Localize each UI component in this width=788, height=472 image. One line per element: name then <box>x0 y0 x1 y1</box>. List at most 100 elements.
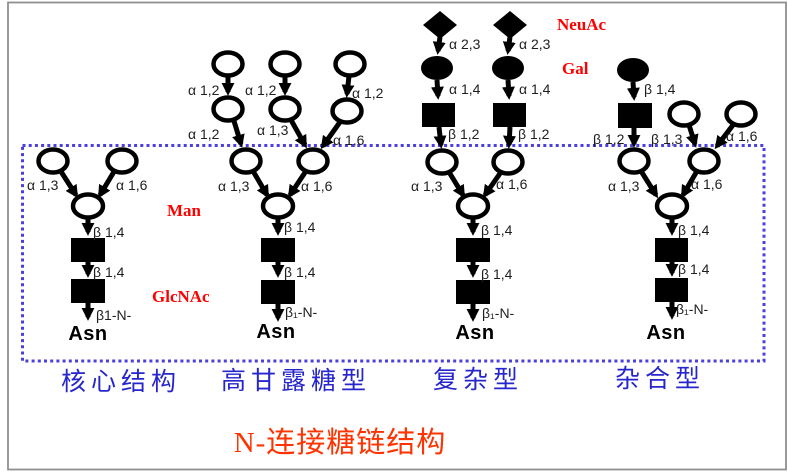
linkage-label: β 1,4 <box>644 81 676 97</box>
man-node <box>268 50 302 78</box>
glcnac-node <box>261 238 295 262</box>
linkage-label: α 1,2 <box>188 126 220 142</box>
linkage-label: α 1,3 <box>218 178 250 194</box>
structure-name-core: 核心结构 <box>61 368 181 396</box>
man-node <box>333 50 367 78</box>
structure-name-high-mannose: 高甘露糖型 <box>221 367 371 395</box>
glcnac-node <box>71 279 105 303</box>
asn-residue-label: Asn <box>646 322 685 344</box>
linkage-arrow <box>446 170 466 199</box>
structure-complex: α 2,3 α 2,3 α 1,4 α 1,4 β 1,2 β 1,2 α 1,… <box>411 11 551 344</box>
linkage-arrow <box>341 75 355 98</box>
man-node <box>296 147 330 175</box>
linkage-arrow <box>57 168 79 199</box>
linkage-arrow <box>320 120 343 150</box>
linkage-label: α 1,3 <box>411 178 443 194</box>
diagram-title: N-连接糖链结构 <box>234 426 447 459</box>
linkage-label: β 1,4 <box>284 264 316 280</box>
linkage-arrow <box>250 169 270 199</box>
linkage-label: α 1,2 <box>245 82 277 98</box>
man-node <box>268 95 302 123</box>
linkage-label: β₁-N- <box>676 301 709 317</box>
neuac-node <box>493 11 527 39</box>
man-node <box>330 97 364 125</box>
linkage-label: β 1,4 <box>93 264 125 280</box>
man-node <box>687 147 721 175</box>
linkage-label: α 1,4 <box>449 81 481 97</box>
man-node <box>491 148 525 176</box>
man-node <box>724 100 758 128</box>
linkage-label: α 1,6 <box>496 176 528 192</box>
gal-node <box>421 56 453 80</box>
man-node <box>455 192 491 220</box>
linkage-label: α 1,6 <box>116 177 148 193</box>
man-node <box>617 147 651 175</box>
linkage-arrow <box>97 168 118 199</box>
structure-name-hybrid: 杂合型 <box>615 365 705 393</box>
glcnac-node <box>456 238 490 262</box>
man-node <box>36 147 70 175</box>
linkage-label: β 1,4 <box>481 222 513 238</box>
linkage-arrow <box>433 126 447 149</box>
linkage-label: α 1,6 <box>333 132 365 148</box>
glcnac-node <box>655 278 688 302</box>
man-node <box>70 192 106 220</box>
linkage-arrow <box>638 169 659 199</box>
asn-residue-label: Asn <box>68 323 107 345</box>
linkage-arrow <box>288 118 308 149</box>
linkage-label: α 1,2 <box>188 82 220 98</box>
linkage-label: β 1,4 <box>284 219 316 235</box>
linkage-label: α 2,3 <box>519 36 551 52</box>
linkage-label: β₁-N- <box>482 305 515 321</box>
linkage-arrow <box>432 36 446 55</box>
glcnac-node <box>71 238 105 262</box>
core-region-dotted-box <box>21 144 766 363</box>
linkage-arrow <box>686 124 699 148</box>
gal-node <box>617 58 649 82</box>
linkage-arrow <box>501 79 515 100</box>
man-node <box>105 147 139 175</box>
linkage-label: α 1,6 <box>726 128 758 144</box>
linkage-label: β 1,4 <box>93 224 125 240</box>
man-node <box>667 100 701 128</box>
glcnac-node <box>456 280 490 304</box>
linkage-label: α 1,3 <box>608 178 640 194</box>
man-node <box>654 192 690 220</box>
linkage-label: α 2,3 <box>449 36 481 52</box>
man-node <box>425 148 459 176</box>
gal-label: Gal <box>562 59 589 78</box>
linkage-arrow <box>231 120 245 148</box>
asn-residue-label: Asn <box>455 322 494 344</box>
linkage-label: β 1,4 <box>678 222 710 238</box>
asn-residue-label: Asn <box>256 321 295 343</box>
linkage-label: β 1,4 <box>678 261 710 277</box>
linkage-label: β 1,3 <box>651 131 683 147</box>
linkage-arrow <box>714 123 735 150</box>
glcnac-node <box>618 103 652 128</box>
linkage-label: β1-N- <box>96 307 132 323</box>
structure-hybrid: β 1,4 β 1,2 β 1,3 α 1,6 α 1,3 α 1,6 β 1,… <box>593 58 758 344</box>
linkage-label: β 1,2 <box>593 131 625 147</box>
linkage-label: α 1,3 <box>257 122 289 138</box>
neuac-node <box>423 11 457 39</box>
man-node <box>229 147 263 175</box>
linkage-label: β 1,2 <box>518 126 550 142</box>
glcnac-label: GlcNAc <box>152 287 210 306</box>
linkage-label: α 1,6 <box>691 176 723 192</box>
structure-high-mannose: α 1,2 α 1,2 α 1,2 α 1,2 α 1,3 α 1,6 α 1,… <box>188 50 384 343</box>
glcnac-node <box>655 238 688 262</box>
linkage-label: β 1,4 <box>481 266 513 282</box>
slide-frame <box>7 1 787 471</box>
linkage-arrow <box>287 169 309 199</box>
linkage-label: α 1,6 <box>301 178 333 194</box>
linkage-arrow <box>680 169 700 199</box>
linkage-arrow <box>626 81 640 101</box>
structure-name-complex: 复杂型 <box>433 366 523 394</box>
neuac-label: NeuAc <box>557 15 607 34</box>
linkage-label: α 1,2 <box>352 85 384 101</box>
linkage-arrow <box>482 170 504 199</box>
man-node <box>260 192 296 220</box>
glcnac-node <box>422 103 455 127</box>
